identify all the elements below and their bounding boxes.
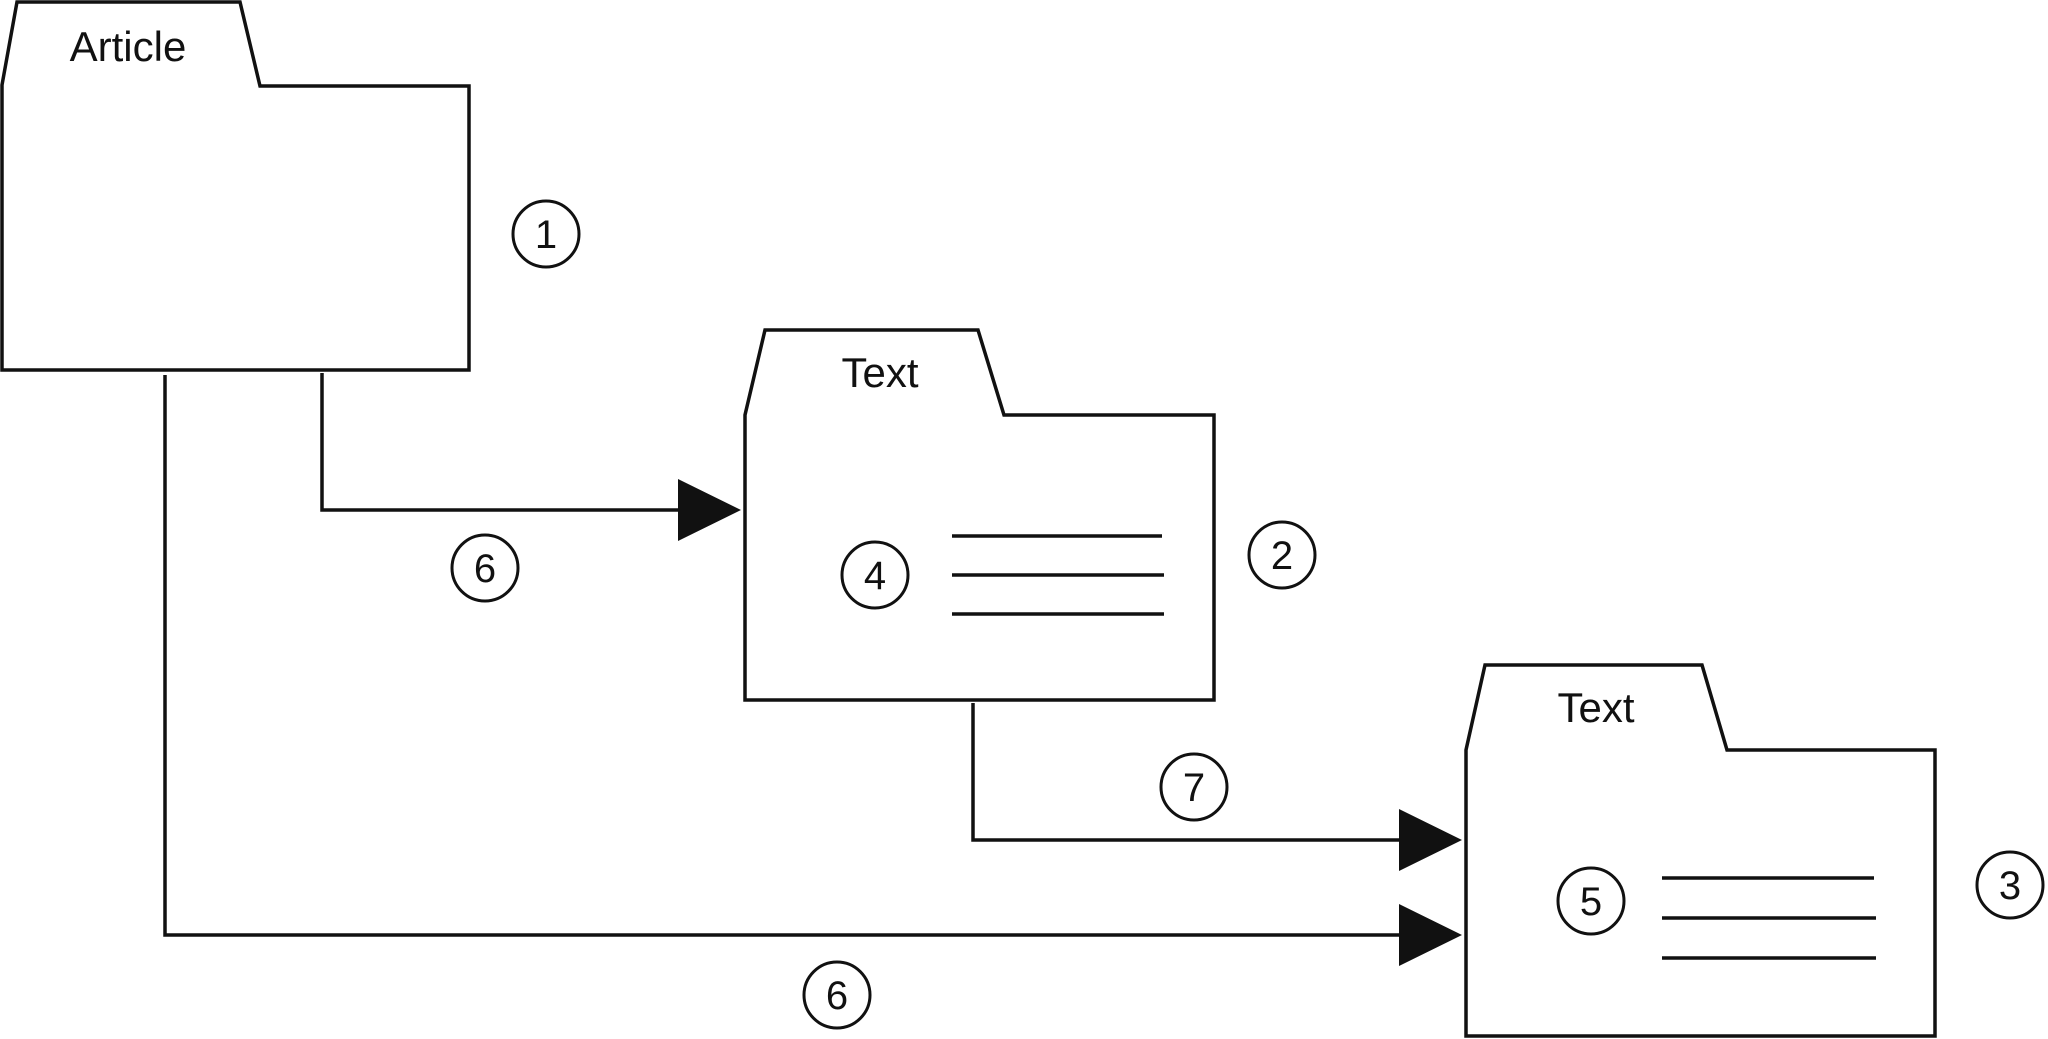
connector-article-to-text-middle-marker-circle xyxy=(450,533,520,603)
text-folder-middle-label: Text xyxy=(841,349,918,396)
text-folder-bottom-content-marker: 5 xyxy=(1556,866,1626,936)
connector-text-middle-to-text-bottom-marker: 7 xyxy=(1159,752,1229,822)
connector-article-to-text-bottom-arrowhead xyxy=(1399,904,1462,966)
connector-text-middle-to-text-bottom-arrowhead xyxy=(1399,809,1462,871)
connector-article-to-text-middle-arrowhead xyxy=(678,479,741,541)
article-folder: Article xyxy=(0,0,471,372)
text-folder-middle: Text xyxy=(743,328,1216,702)
text-folder-bottom: Text xyxy=(1464,663,1937,1038)
text-folder-middle-content-marker-number: 4 xyxy=(864,554,886,598)
text-folder-bottom-outline xyxy=(1464,663,1937,1038)
text-folder-middle-content-marker: 4 xyxy=(840,540,910,610)
connector-article-to-text-bottom-line xyxy=(163,375,1399,937)
connector-article-to-text-middle-line xyxy=(320,373,678,512)
article-folder-marker-number: 1 xyxy=(535,213,557,257)
article-folder-label: Article xyxy=(70,23,187,70)
text-folder-bottom-label: Text xyxy=(1557,684,1634,731)
text-folder-bottom-marker-number: 3 xyxy=(1999,864,2021,908)
text-folder-middle-marker: 2 xyxy=(1247,520,1317,590)
article-folder-outline xyxy=(0,0,471,372)
connector-article-to-text-middle-marker-number: 6 xyxy=(474,547,496,591)
connector-text-middle-to-text-bottom-marker-number: 7 xyxy=(1183,766,1205,810)
article-folder-marker: 1 xyxy=(511,199,581,269)
text-folder-bottom-content-marker-number: 5 xyxy=(1580,880,1602,924)
text-folder-bottom-marker-circle xyxy=(1975,850,2045,920)
connector-text-middle-to-text-bottom-line xyxy=(971,703,1399,842)
connector-article-to-text-bottom-marker-circle xyxy=(802,960,872,1030)
connector-text-middle-to-text-bottom xyxy=(971,703,1462,871)
text-folder-bottom-marker: 3 xyxy=(1975,850,2045,920)
connector-article-to-text-middle xyxy=(320,373,741,541)
connector-article-to-text-bottom-marker-number: 6 xyxy=(826,974,848,1018)
connector-article-to-text-bottom-marker: 6 xyxy=(802,960,872,1030)
text-folder-middle-outline xyxy=(743,328,1216,702)
text-folder-middle-marker-circle xyxy=(1247,520,1317,590)
text-folder-bottom-content-marker-circle xyxy=(1556,866,1626,936)
connector-article-to-text-bottom xyxy=(163,375,1462,966)
connector-article-to-text-middle-marker: 6 xyxy=(450,533,520,603)
article-folder-marker-circle xyxy=(511,199,581,269)
text-folder-middle-marker-number: 2 xyxy=(1271,534,1293,578)
text-folder-middle-content-marker-circle xyxy=(840,540,910,610)
connector-text-middle-to-text-bottom-marker-circle xyxy=(1159,752,1229,822)
